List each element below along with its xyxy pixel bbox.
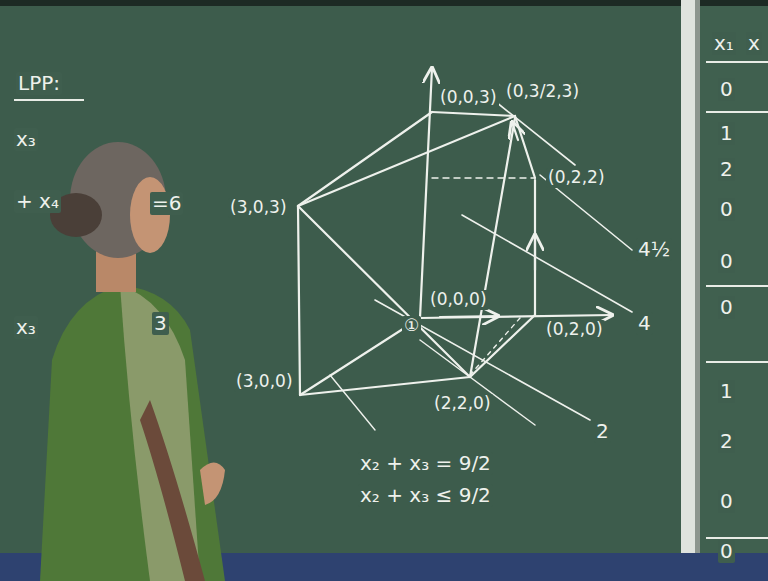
objective-value: 4½	[636, 238, 672, 261]
right-board	[700, 6, 768, 553]
board-top	[0, 0, 768, 6]
table-cell: 0	[718, 78, 735, 101]
equation-text: =6	[150, 192, 183, 215]
table-cell: 1	[718, 122, 735, 145]
vertex-label: (0,3/2,3)	[504, 82, 581, 102]
objective-value: 2	[594, 420, 611, 443]
objective-value: 4	[636, 312, 653, 335]
equation-text: 3	[152, 312, 169, 335]
vertex-label: (3,0,0)	[234, 372, 295, 392]
heading-underline	[14, 99, 84, 101]
vertex-label: (0,0,3)	[438, 88, 499, 108]
board-frame	[681, 0, 695, 553]
table-cell: 0	[718, 250, 735, 273]
vertex-label: (0,2,2)	[546, 168, 607, 188]
constraint-text: x₂ + x₃ ≤ 9/2	[358, 484, 493, 507]
equation-text: x₃	[14, 128, 38, 151]
table-cell: 0	[718, 490, 735, 513]
heading-text: LPP:	[16, 72, 62, 95]
vertex-label: (0,2,0)	[544, 320, 605, 340]
table-cell: 2	[718, 430, 735, 453]
table-cell: 0	[718, 540, 735, 563]
vertex-label: (0,0,0)	[428, 290, 489, 310]
table-rules	[706, 62, 768, 538]
vertex-marker: ①	[402, 316, 421, 336]
vertex-label: (2,2,0)	[432, 394, 493, 414]
table-header: x	[746, 32, 762, 55]
table-cell: 1	[718, 380, 735, 403]
table-cell: 0	[718, 198, 735, 221]
table-cell: 0	[718, 296, 735, 319]
constraint-text: x₂ + x₃ = 9/2	[358, 452, 493, 475]
equation-text: + x₄	[14, 190, 61, 213]
polytope-figure	[298, 68, 632, 430]
table-header: x₁	[712, 32, 736, 55]
equation-text: x₃	[14, 316, 38, 339]
lecturer-figure	[40, 142, 225, 581]
table-cell: 2	[718, 158, 735, 181]
board-frame-edge	[695, 0, 700, 553]
vertex-label: (3,0,3)	[228, 198, 289, 218]
